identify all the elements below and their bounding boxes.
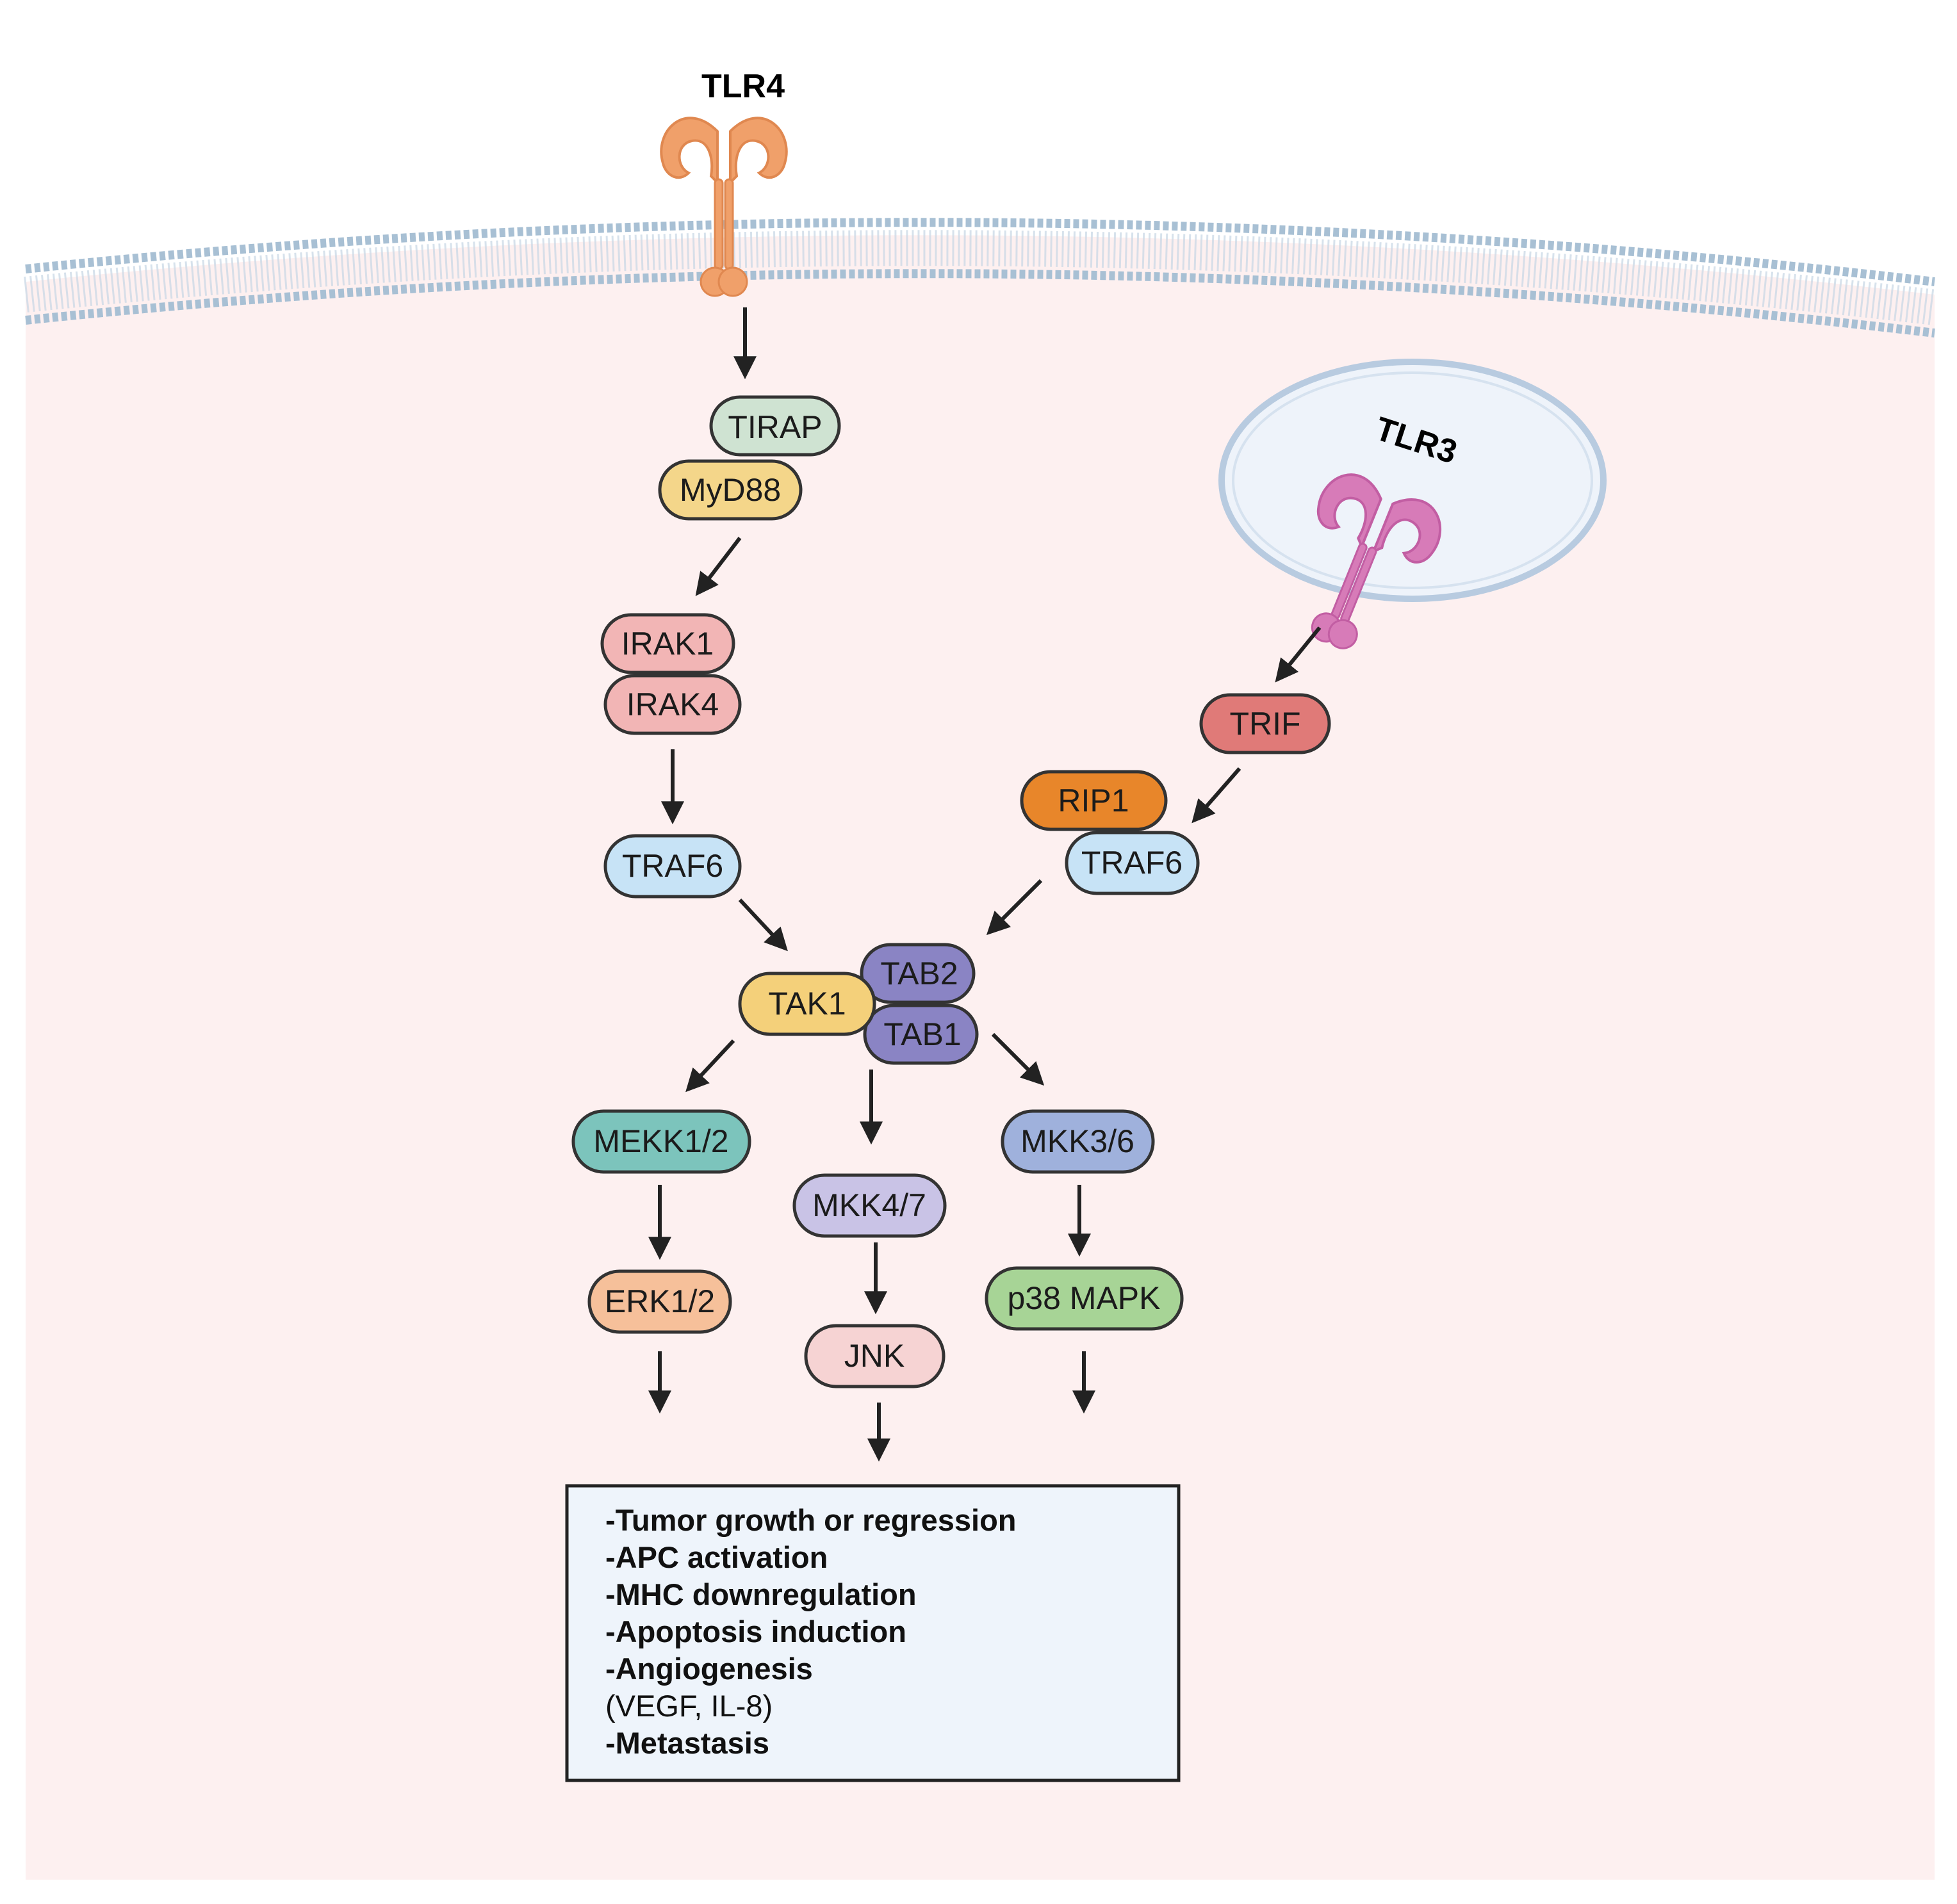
outcome-4: -Angiogenesis <box>605 1652 813 1686</box>
node-traf6-left: TRAF6 <box>603 834 742 899</box>
node-mekk: MEKK1/2 <box>571 1109 751 1174</box>
svg-text:TIRAP: TIRAP <box>728 409 822 445</box>
endosome-inner-ring <box>1232 371 1593 589</box>
node-p38: p38 MAPK <box>985 1266 1184 1331</box>
node-tab1: TAB1 <box>863 1004 979 1065</box>
node-erk: ERK1/2 <box>587 1269 732 1334</box>
outcome-3: -Apoptosis induction <box>605 1615 906 1648</box>
node-traf6-right: TRAF6 <box>1065 831 1200 895</box>
svg-text:TRIF: TRIF <box>1229 706 1300 742</box>
node-mkk47: MKK4/7 <box>792 1173 947 1238</box>
arrow-tab1-mkk36 <box>991 1032 1045 1086</box>
node-mkk36: MKK3/6 <box>1001 1109 1155 1174</box>
node-tirap: TIRAP <box>709 395 841 457</box>
arrow-tak1-mekk <box>685 1039 735 1093</box>
svg-text:ERK1/2: ERK1/2 <box>605 1283 715 1319</box>
node-trif: TRIF <box>1199 693 1331 754</box>
svg-text:MKK4/7: MKK4/7 <box>812 1187 926 1223</box>
arrow-myd88-irak <box>695 537 742 596</box>
endosome <box>1218 359 1607 602</box>
tlr4-receptor-icon <box>660 117 788 297</box>
svg-text:RIP1: RIP1 <box>1058 783 1129 818</box>
outcome-2: -MHC downregulation <box>605 1577 917 1611</box>
arrow-traf6-tak1 <box>738 898 788 952</box>
arrow-trif-traf6 <box>1191 767 1241 824</box>
arrow-traf6-tab <box>986 879 1043 936</box>
svg-text:JNK: JNK <box>844 1338 905 1374</box>
outcome-6: -Metastasis <box>605 1726 769 1760</box>
node-jnk: JNK <box>804 1324 946 1388</box>
node-irak4: IRAK4 <box>603 674 742 735</box>
svg-text:TRAF6: TRAF6 <box>1081 845 1183 881</box>
tlr4-label: TLR4 <box>701 68 785 105</box>
outcomes-box: -Tumor growth or regression -APC activat… <box>565 1484 1181 1782</box>
node-myd88: MyD88 <box>658 459 803 521</box>
svg-text:MEKK1/2: MEKK1/2 <box>593 1123 728 1159</box>
svg-text:TAB2: TAB2 <box>880 956 958 991</box>
svg-text:TAK1: TAK1 <box>768 986 846 1021</box>
cytoplasm <box>26 235 1935 1880</box>
node-irak1: IRAK1 <box>600 613 735 674</box>
node-tab2: TAB2 <box>860 943 976 1004</box>
outcome-0: -Tumor growth or regression <box>605 1503 1017 1537</box>
outcome-1: -APC activation <box>605 1540 828 1574</box>
svg-text:TAB1: TAB1 <box>883 1016 961 1052</box>
node-rip1: RIP1 <box>1020 770 1168 831</box>
arrow-tlr3-trif <box>1275 626 1322 683</box>
arrows <box>648 307 1322 1462</box>
svg-text:MyD88: MyD88 <box>680 472 781 508</box>
svg-text:IRAK1: IRAK1 <box>621 626 714 662</box>
svg-text:MKK3/6: MKK3/6 <box>1020 1123 1134 1159</box>
svg-text:IRAK4: IRAK4 <box>626 687 719 722</box>
cell-membrane <box>24 218 1937 338</box>
outcome-5: (VEGF, IL-8) <box>605 1689 773 1723</box>
node-tak1: TAK1 <box>738 972 876 1036</box>
svg-text:TRAF6: TRAF6 <box>622 848 723 884</box>
svg-text:p38 MAPK: p38 MAPK <box>1007 1280 1160 1316</box>
tlr3-receptor-icon <box>1311 473 1442 649</box>
